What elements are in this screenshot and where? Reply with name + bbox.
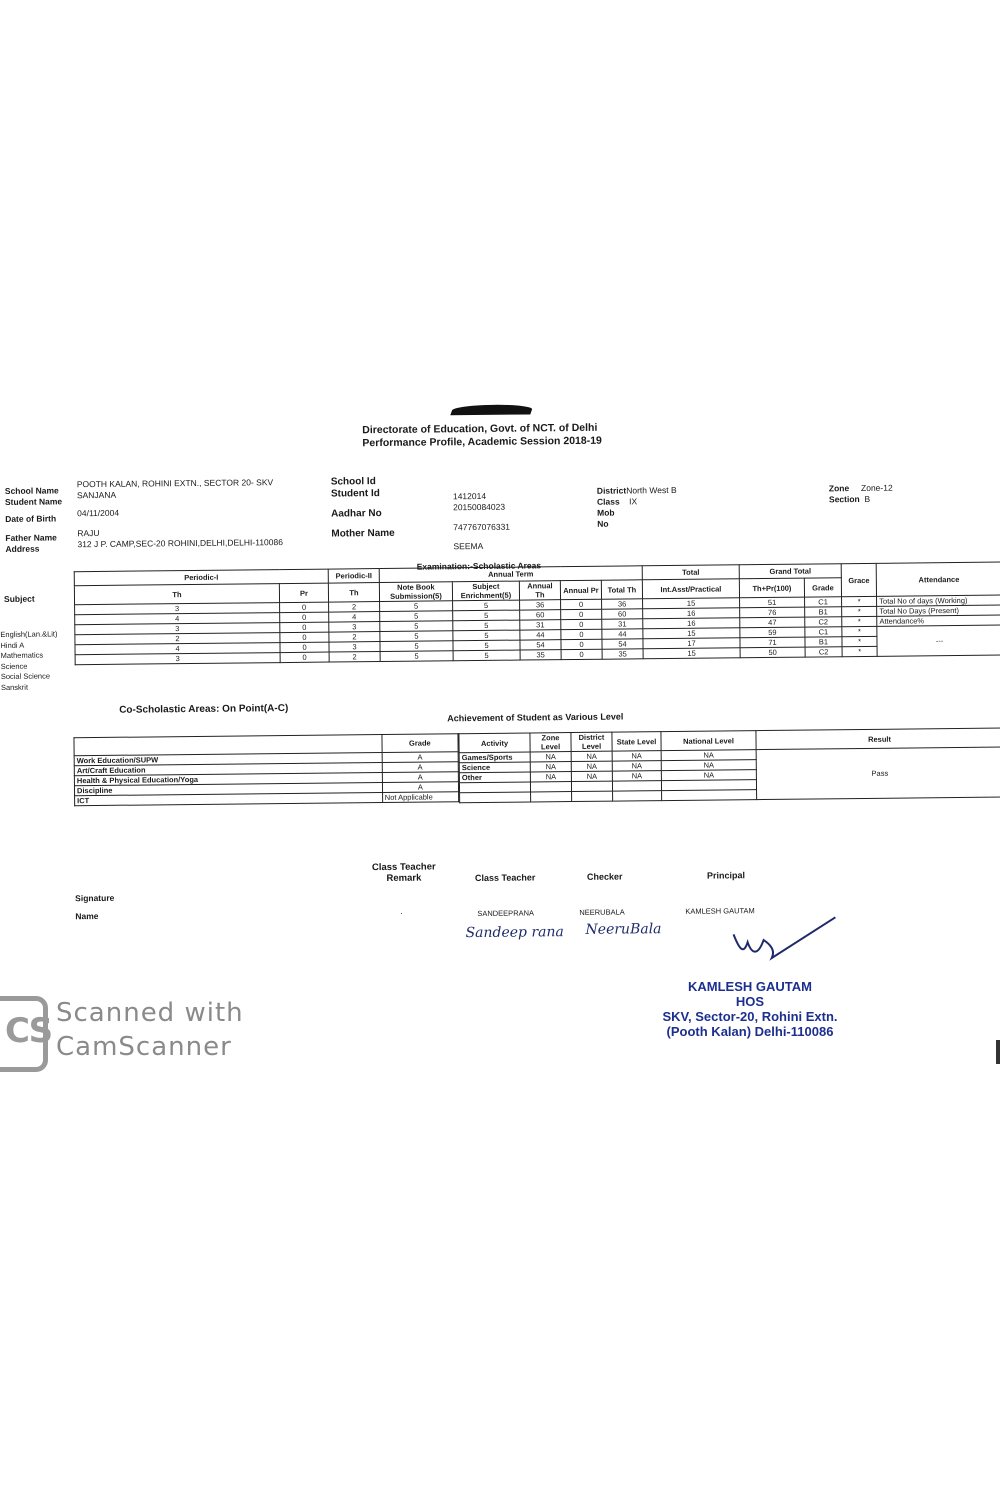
attendance-header: Attendance — [876, 562, 1000, 597]
date-of-birth: 04/11/2004 — [77, 507, 120, 519]
header-line-2: Performance Profile, Academic Session 20… — [362, 434, 602, 450]
subject-name: Sanskrit — [0, 682, 29, 692]
class-teacher-signature: Sandeep rana — [465, 924, 564, 942]
zone: Zone-12 — [860, 482, 893, 493]
checker-name: NEERUBALA — [579, 907, 625, 917]
attendance-value: --- — [877, 625, 1000, 657]
aadhar-no: 747767076331 — [453, 521, 511, 533]
id-labels: School Id Student Id Aadhar No Mother Na… — [330, 476, 395, 540]
result-value: Pass — [756, 747, 1000, 800]
header-line-1: Directorate of Education, Govt. of NCT. … — [362, 421, 598, 437]
subject-label: Subject — [3, 593, 35, 604]
name-label: Name — [75, 910, 99, 922]
subject-name: Mathematics — [0, 650, 44, 661]
checker-label: Checker — [586, 871, 623, 882]
class-teacher-label: Class Teacher — [474, 872, 536, 884]
school-id: 1412014 — [452, 490, 487, 502]
achievement-table: Activity Zone Level District Level State… — [458, 728, 1000, 804]
scan-artifact — [450, 404, 534, 416]
remark-value: . — [400, 905, 403, 916]
subject-name: Social Science — [0, 671, 51, 682]
class: IX — [629, 496, 638, 507]
remark-label: Class Teacher Remark — [371, 861, 436, 884]
zone-block: Zone Zone-12 Section B — [828, 482, 893, 505]
district: North West B — [626, 484, 677, 496]
district-block: DistrictNorth West B Class IX Mob No — [596, 484, 677, 529]
subject-name: Science — [0, 661, 28, 671]
student-id: 20150084023 — [453, 501, 506, 513]
periodic-2-header: Periodic-II — [328, 568, 380, 584]
principal-signature — [732, 916, 836, 961]
student-name: SANJANA — [76, 489, 117, 501]
principal-label: Principal — [706, 870, 746, 881]
checker-signature: NeeruBala — [585, 921, 662, 938]
achievement-title: Achievement of Student as Various Level — [447, 711, 624, 724]
student-info-labels: School Name Student Name Date of Birth F… — [4, 485, 63, 554]
signature-label: Signature — [75, 892, 115, 904]
grade-header: Grade — [381, 733, 459, 753]
grand-total-header: Grand Total — [739, 563, 842, 579]
camscanner-logo-icon: CS — [0, 996, 53, 1072]
subject-list: English(Lan.&Lit) Hindi A Mathematics Sc… — [0, 629, 58, 693]
subject-name: Hindi A — [0, 640, 25, 650]
total-header: Total — [642, 564, 740, 580]
principal-stamp: KAMLESH GAUTAM HOS SKV, Sector-20, Rohin… — [662, 979, 838, 1039]
mother-name: SEEMA — [453, 540, 484, 552]
scan-edge-mark — [996, 1040, 1000, 1064]
section: B — [864, 493, 871, 504]
class-teacher-name: SANDEEPRANA — [477, 908, 535, 919]
address: 312 J P. CAMP,SEC-20 ROHINI,DELHI,DELHI-… — [77, 537, 283, 550]
id-values: 1412014 20150084023 747767076331 SEEMA — [453, 491, 510, 553]
subject-name: English(Lan.&Lit) — [0, 629, 58, 640]
result-header: Result — [755, 728, 1000, 750]
scholastic-table: Periodic-I Periodic-II Annual Term Total… — [74, 562, 1000, 666]
camscanner-watermark: Scanned with CamScanner — [56, 998, 244, 1062]
report-card: Directorate of Education, Govt. of NCT. … — [0, 398, 1000, 968]
student-info-values: POOTH KALAN, ROHINI EXTN., SECTOR 20- SK… — [77, 476, 338, 550]
principal-signature-stroke — [732, 916, 836, 961]
grace-header: Grace — [841, 563, 877, 597]
coscholastic-title: Co-Scholastic Areas: On Point(A-C) — [119, 702, 289, 716]
